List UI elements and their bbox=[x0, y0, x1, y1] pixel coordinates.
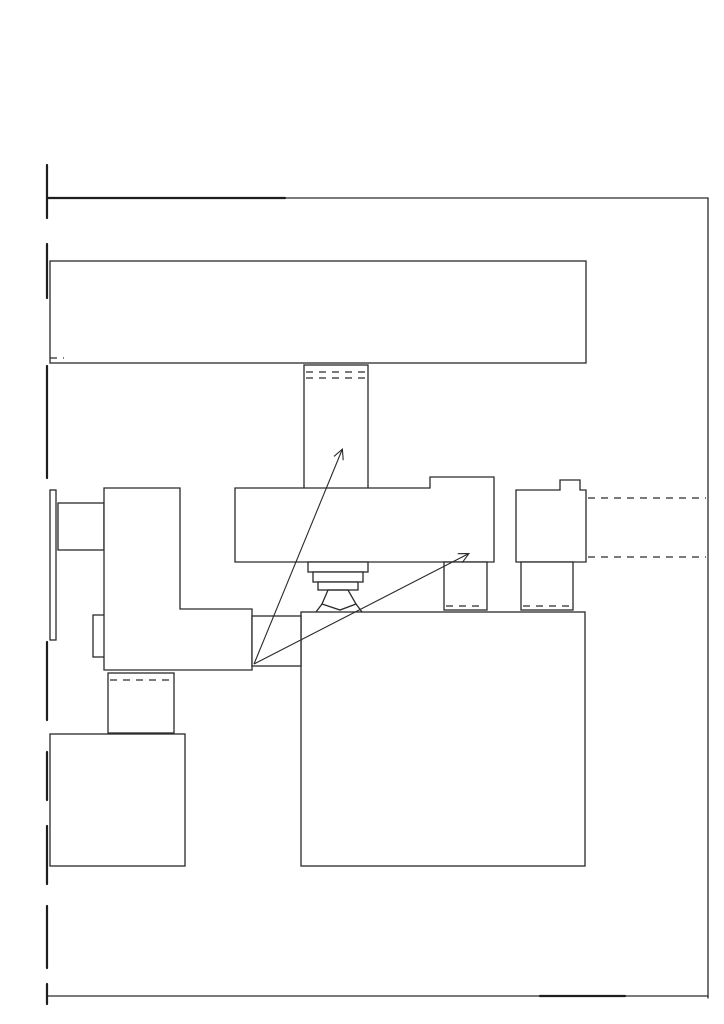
vector-horizontal bbox=[253, 554, 468, 665]
drawing-frame bbox=[46, 196, 709, 999]
top-beam bbox=[49, 260, 587, 364]
upper-column bbox=[303, 364, 369, 490]
left-base bbox=[49, 733, 186, 867]
left-lower-column bbox=[107, 672, 175, 734]
motion-vectors bbox=[253, 450, 468, 665]
vector-vertical bbox=[253, 450, 342, 665]
main-base bbox=[300, 611, 586, 867]
central-head bbox=[234, 476, 495, 563]
spindle-assembly bbox=[307, 561, 369, 613]
head-support bbox=[443, 561, 488, 611]
left-l-bracket bbox=[49, 487, 302, 671]
right-unit bbox=[515, 479, 706, 611]
